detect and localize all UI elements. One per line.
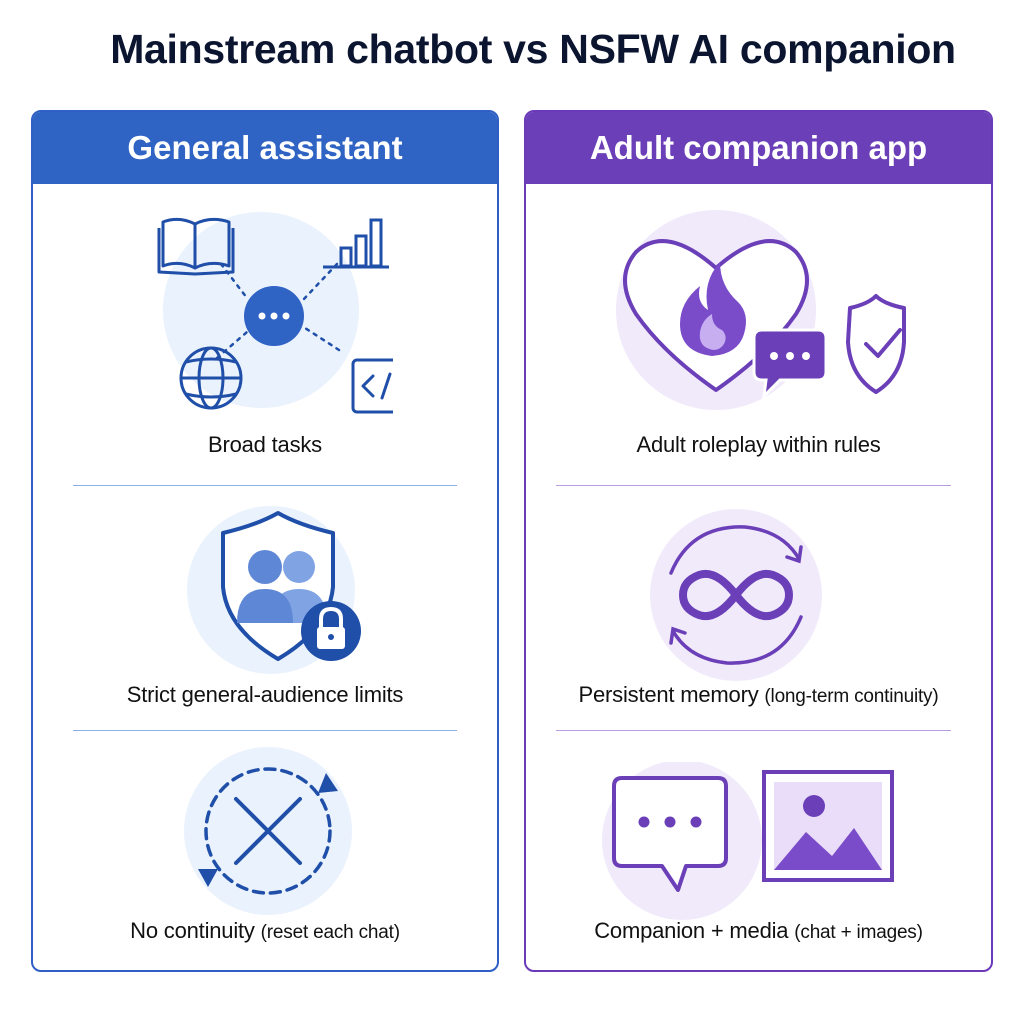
book-icon: [157, 217, 235, 276]
strict-limits-illustration: [187, 506, 361, 674]
no-continuity-caption: No continuity (reset each chat): [130, 918, 400, 943]
general-assistant-header: General assistant: [33, 112, 497, 184]
general-assistant-panel: General assistant: [31, 110, 499, 972]
companion-media-illustration: [602, 762, 894, 920]
cycle-arrows-icon: [669, 525, 803, 665]
bar-chart-icon: [323, 218, 389, 269]
arrow-head: [318, 773, 338, 793]
companion-media-caption: Companion + media (chat + images): [594, 918, 923, 943]
row-divider: [556, 730, 951, 731]
globe-icon: [179, 346, 243, 410]
adult-companion-header: Adult companion app: [526, 112, 991, 184]
shield-check-icon: [846, 294, 906, 394]
row-divider: [556, 485, 951, 486]
persistent-memory-illustration: [650, 509, 822, 681]
arrow-head: [198, 869, 218, 887]
strict-limits-caption: Strict general-audience limits: [126, 682, 404, 707]
connector-lines: [215, 262, 341, 360]
code-icon: [351, 358, 393, 414]
close-icon: [234, 797, 302, 865]
broad-tasks-illustration: [157, 212, 393, 414]
flame-icon: [680, 262, 746, 356]
row-divider: [73, 730, 457, 731]
page-title: Mainstream chatbot vs NSFW AI companion: [110, 26, 956, 72]
persistent-memory-caption: Persistent memory (long-term continuity): [578, 682, 939, 707]
adult-roleplay-caption: Adult roleplay within rules: [636, 432, 881, 457]
reset-cycle-icon: [204, 767, 332, 895]
chat-bubble-icon: [612, 776, 728, 892]
adult-roleplay-illustration: [616, 210, 906, 410]
broad-tasks-caption: Broad tasks: [208, 432, 322, 457]
no-continuity-illustration: [184, 747, 352, 915]
row-divider: [73, 485, 457, 486]
lock-icon: [301, 601, 361, 661]
chat-bubble-icon: [244, 286, 304, 346]
infinity-icon: [678, 570, 794, 620]
adult-companion-panel: Adult companion app Adult roleplay withi…: [524, 110, 993, 972]
image-icon: [762, 770, 894, 882]
chat-bubble-icon: [752, 328, 828, 401]
